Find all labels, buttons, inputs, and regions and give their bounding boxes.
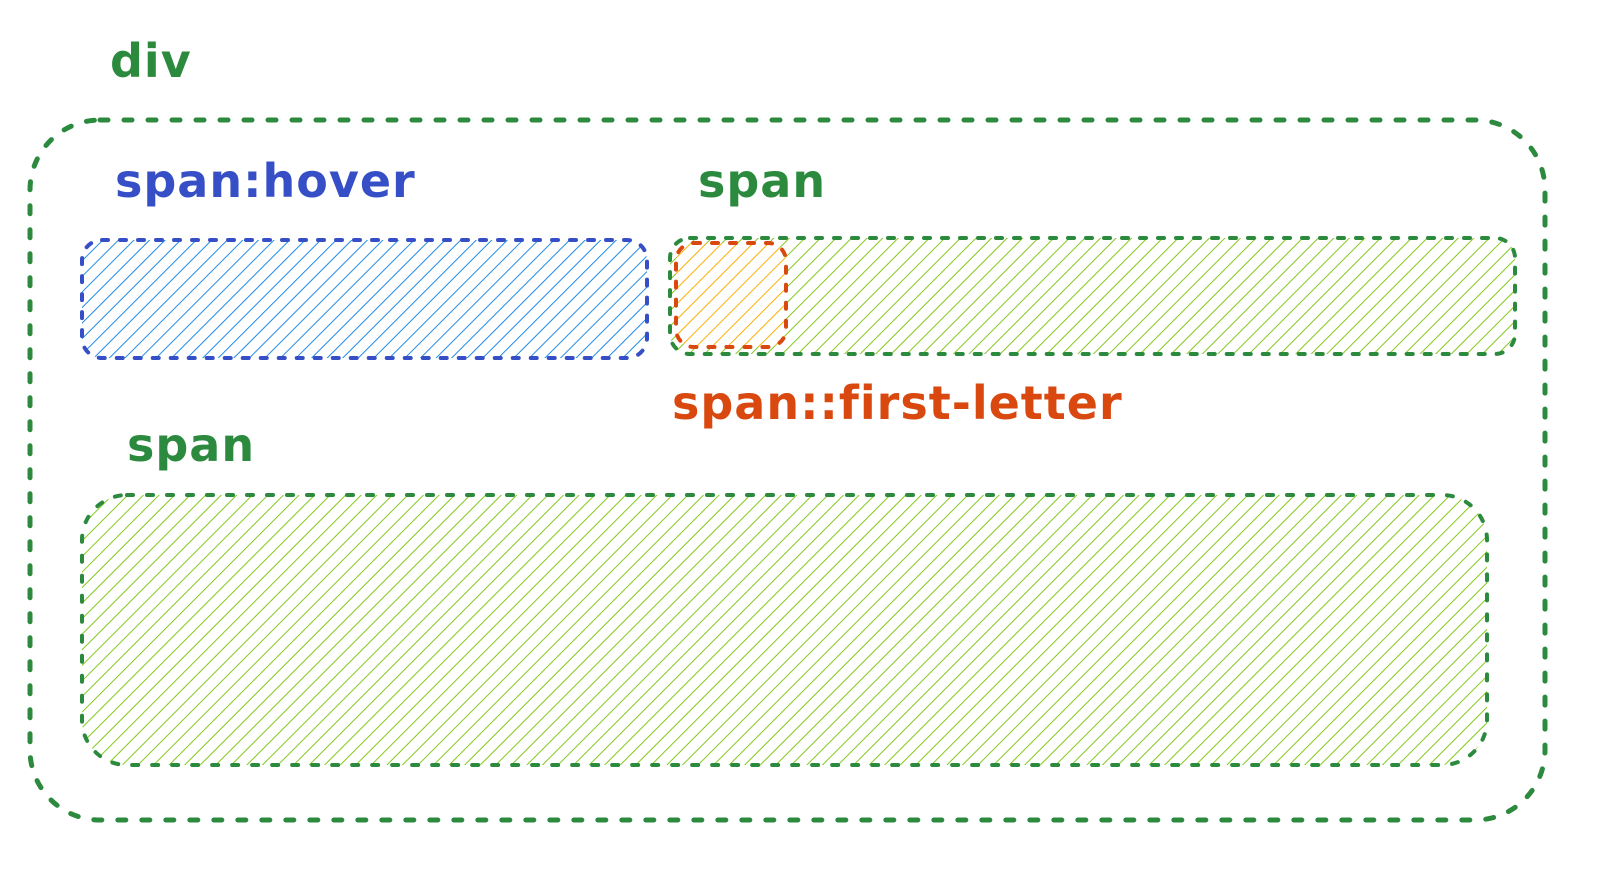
span-bottom-label: span — [127, 418, 256, 472]
span-hover-label: span:hover — [115, 154, 416, 208]
span-top-label: span — [698, 154, 827, 208]
span-first-letter-outline — [674, 241, 788, 349]
span-hover-box — [80, 238, 649, 360]
div-label: div — [110, 34, 192, 88]
div-box — [27, 117, 1548, 823]
span-bottom-box — [80, 493, 1489, 767]
span-top-box — [668, 236, 1517, 356]
span-first-letter-label: span::first-letter — [672, 376, 1123, 430]
